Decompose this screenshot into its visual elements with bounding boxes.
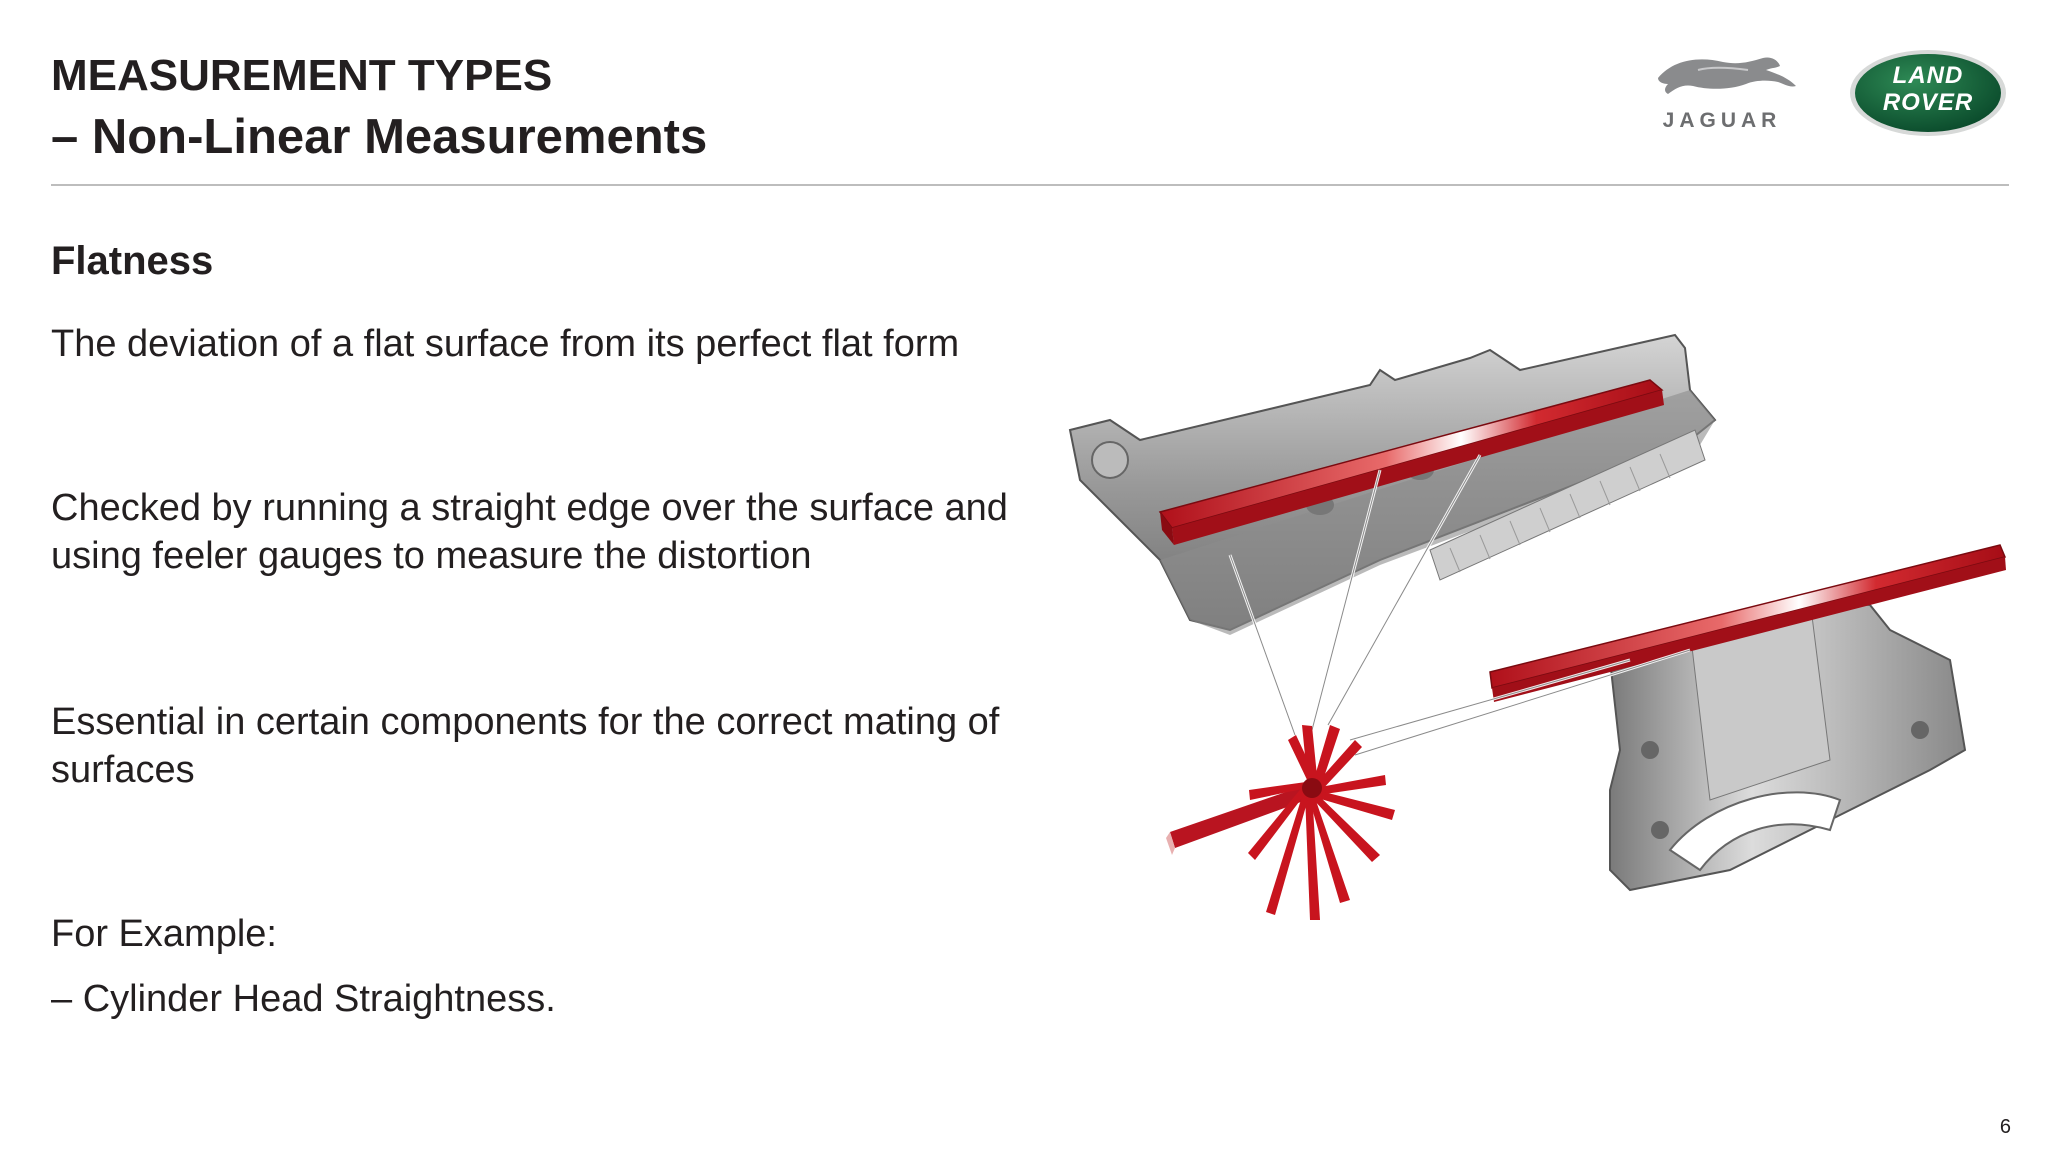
purpose-text: Essential in certain components for the … <box>51 701 1000 791</box>
brand-logos: JAGUAR LAND ROVER <box>1638 48 2008 148</box>
straight-edge-cover <box>1489 544 2007 702</box>
page-subtitle: – Non-Linear Measurements <box>51 110 708 164</box>
example-item: – Cylinder Head Straightness. <box>51 978 556 1020</box>
land-rover-line2: ROVER <box>1882 89 1974 116</box>
header-divider <box>51 184 2009 186</box>
straight-edge-head <box>1158 379 1664 545</box>
timing-cover-graphic <box>1608 598 1967 892</box>
land-rover-oval-icon <box>1850 50 2006 136</box>
page-number: 6 <box>1999 1116 2011 1138</box>
flatness-illustration <box>1068 333 2007 920</box>
jaguar-leaper-icon <box>1658 57 1796 94</box>
land-rover-logo: LAND ROVER <box>1848 48 2008 138</box>
page-title: MEASUREMENT TYPES <box>51 51 553 100</box>
pointer-line-outlines <box>1229 454 1691 756</box>
example-label: For Example: <box>51 913 277 955</box>
cylinder-head-graphic <box>1068 333 1717 635</box>
method-text: Checked by running a straight edge over … <box>51 487 1008 577</box>
feeler-gauge-graphic <box>1166 725 1395 920</box>
section-heading: Flatness <box>51 239 214 283</box>
jaguar-wordmark: JAGUAR <box>1662 109 1782 132</box>
definition-text: The deviation of a flat surface from its… <box>51 323 960 365</box>
land-rover-wordmark: LAND ROVER <box>1848 62 2008 116</box>
jaguar-logo: JAGUAR <box>1638 48 1803 148</box>
land-rover-line1: LAND <box>1892 62 1964 89</box>
